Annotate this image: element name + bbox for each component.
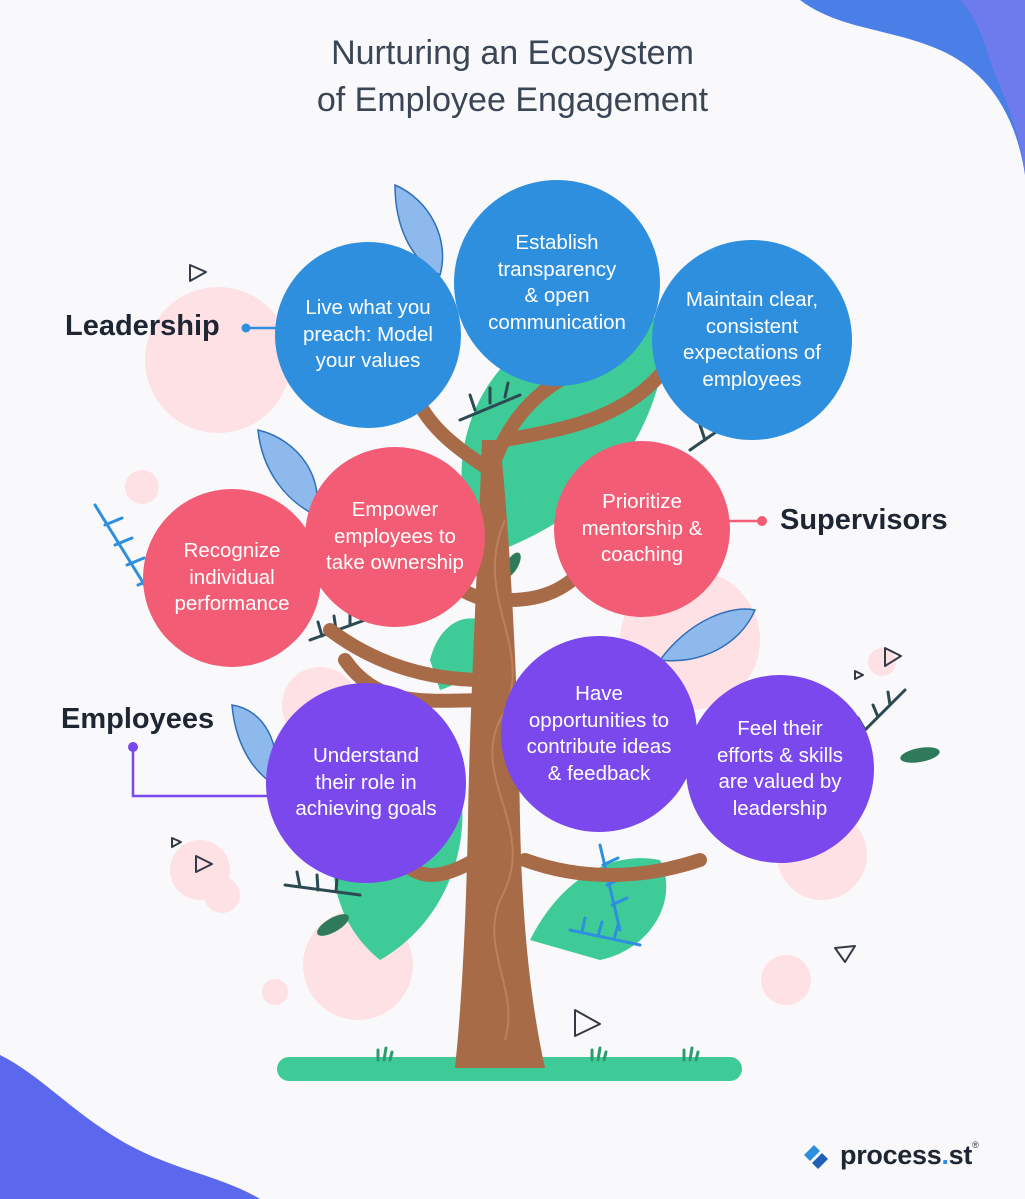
process-st-logo-icon bbox=[804, 1145, 828, 1169]
bubble-text-line: Live what you bbox=[305, 296, 431, 320]
bubble-text-line: employees bbox=[702, 367, 802, 391]
bg-circle bbox=[145, 287, 291, 433]
bubble-text-line: employees to bbox=[334, 524, 456, 548]
decor-triangles bbox=[171, 264, 902, 1037]
process-st-logo: process.st® bbox=[800, 1139, 979, 1171]
bubble-maintain-clear-expectations: Maintain clear, consistent expectations … bbox=[652, 240, 852, 440]
fern-leaf bbox=[598, 843, 629, 932]
grass-tufts bbox=[376, 1046, 700, 1062]
triangle-icon bbox=[854, 670, 864, 680]
bubble-text-line: achieving goals bbox=[295, 797, 437, 821]
page-title: Nurturing an Ecosystem of Employee Engag… bbox=[0, 30, 1025, 124]
bubble-text-line: communication bbox=[488, 310, 626, 334]
bubble-text-line: & open bbox=[524, 284, 590, 307]
bubble-text-line: preach: Model bbox=[303, 322, 433, 346]
big-leaf bbox=[530, 858, 667, 960]
bubble-text-line: your values bbox=[315, 349, 421, 373]
small-leaf bbox=[317, 914, 349, 936]
employees-label: Employees bbox=[61, 703, 215, 735]
bubble-understand-role: Understand their role in achieving goals bbox=[266, 683, 466, 883]
connectors bbox=[128, 323, 767, 798]
grass-tuft bbox=[682, 1046, 700, 1062]
bubble-text-line: their role in bbox=[315, 770, 417, 794]
triangle-icon bbox=[171, 837, 182, 848]
bubble-text-line: Empower bbox=[351, 498, 439, 522]
corner-wave-bottom-left bbox=[0, 1055, 260, 1199]
triangle-icon bbox=[884, 647, 902, 667]
bubble-prioritize-mentorship: Prioritize mentorship & coaching bbox=[554, 441, 730, 617]
bubble-live-what-you-preach: Live what you preach: Model your values bbox=[275, 242, 461, 428]
bubble-text-line: expectations of bbox=[683, 341, 821, 364]
logo-registered-mark: ® bbox=[972, 1139, 979, 1150]
grass-tuft bbox=[376, 1046, 394, 1062]
leadership-connector-dot bbox=[241, 323, 251, 333]
bubble-text-line: Understand bbox=[313, 744, 419, 768]
bubble-text-line: Feel their bbox=[737, 717, 823, 740]
bubble-text-line: leadership bbox=[732, 796, 828, 820]
triangle-icon bbox=[195, 855, 213, 873]
tree-trunk bbox=[455, 440, 545, 1068]
bubble-text-line: performance bbox=[174, 592, 290, 616]
bubble-text-line: are valued by bbox=[718, 770, 842, 793]
bubble-establish-transparency: Establish transparency & open communicat… bbox=[454, 180, 660, 386]
triangle-icon bbox=[574, 1009, 601, 1037]
bubble-text-line: Have bbox=[575, 682, 623, 705]
employees-connector bbox=[131, 747, 272, 798]
bubble-text-line: opportunities to bbox=[528, 708, 670, 732]
logo-dot: . bbox=[941, 1139, 949, 1170]
bubble-text-line: & feedback bbox=[547, 761, 651, 785]
bubble-recognize-performance: Recognize individual performance bbox=[143, 489, 321, 667]
bubble-text-line: individual bbox=[189, 565, 275, 589]
fern-leaf bbox=[283, 870, 362, 897]
bubble-text-line: efforts & skills bbox=[716, 743, 844, 767]
bubble-empower-employees: Empower employees to take ownership bbox=[305, 447, 485, 627]
grass-tuft bbox=[590, 1046, 608, 1062]
bubble-text-line: Maintain clear, bbox=[685, 288, 819, 311]
corner-wave-top-right-light bbox=[960, 0, 1025, 175]
bubble-text-line: mentorship & bbox=[581, 516, 703, 540]
trunk-texture bbox=[491, 519, 514, 1041]
supervisors-connector-dot bbox=[757, 516, 767, 526]
ground-strip bbox=[277, 1057, 742, 1081]
bg-circle bbox=[868, 648, 896, 676]
bubble-feel-valued: Feel their efforts & skills are valued b… bbox=[686, 675, 874, 863]
corner-wave-top-right bbox=[800, 0, 1025, 175]
bubble-text-line: consistent bbox=[705, 314, 799, 338]
bg-circle bbox=[204, 877, 240, 913]
bubble-text-line: Establish bbox=[515, 231, 599, 254]
logo-wordmark: process.st® bbox=[840, 1139, 979, 1171]
branch bbox=[518, 853, 707, 882]
small-leaf bbox=[900, 747, 940, 763]
bubble-text-line: Prioritize bbox=[602, 490, 682, 514]
bubble-text-line: coaching bbox=[600, 543, 684, 567]
triangle-icon bbox=[189, 264, 207, 282]
branch bbox=[498, 368, 667, 447]
bg-circle bbox=[761, 955, 811, 1005]
branch bbox=[323, 623, 492, 687]
blue-fern-leaves bbox=[93, 503, 642, 947]
feather-leaf bbox=[658, 608, 757, 662]
employees-connector-dot bbox=[128, 742, 138, 752]
bubble-text-line: Recognize bbox=[183, 539, 281, 563]
logo-suffix: st bbox=[948, 1139, 973, 1170]
supervisors-label: Supervisors bbox=[780, 504, 948, 536]
feather-leaf bbox=[394, 183, 444, 277]
bubble-text-line: contribute ideas bbox=[526, 735, 672, 758]
bubble-text-line: transparency bbox=[497, 257, 617, 281]
bg-circle bbox=[125, 470, 159, 504]
bubble-text-line: take ownership bbox=[326, 551, 464, 575]
title-line-2: of Employee Engagement bbox=[316, 81, 709, 119]
fern-leaf bbox=[568, 916, 642, 947]
fern-leaf bbox=[458, 381, 522, 422]
bg-circle bbox=[262, 979, 288, 1005]
triangle-icon bbox=[834, 945, 856, 963]
logo-name: process bbox=[840, 1139, 942, 1170]
blue-leaves bbox=[231, 183, 757, 787]
bubble-contribute-ideas: Have opportunities to contribute ideas &… bbox=[501, 636, 697, 832]
title-line-1: Nurturing an Ecosystem bbox=[331, 34, 694, 72]
leadership-label: Leadership bbox=[65, 310, 220, 342]
fern-leaf bbox=[93, 503, 162, 612]
